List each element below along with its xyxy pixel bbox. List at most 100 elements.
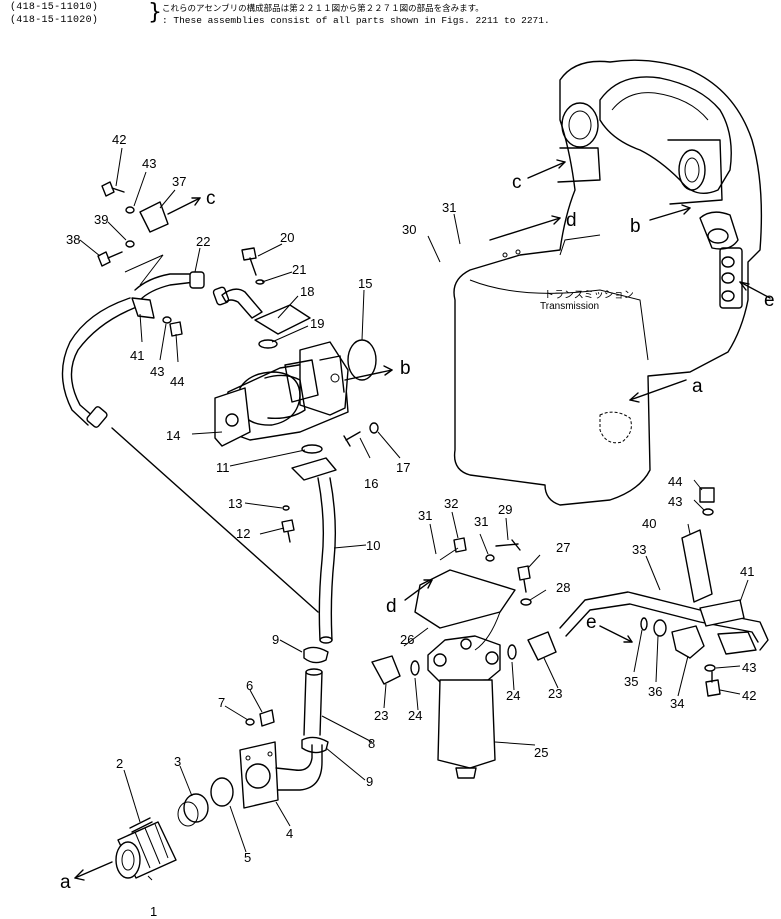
- label-18: 18: [300, 284, 314, 299]
- hose-8: [303, 668, 323, 736]
- label-1: 1: [150, 904, 157, 919]
- washer-17: [369, 422, 379, 434]
- label-5: 5: [244, 850, 251, 865]
- label-6: 6: [246, 678, 253, 693]
- washer-7: [245, 718, 255, 726]
- bracket-37: [139, 201, 169, 233]
- label-7: 7: [218, 695, 225, 710]
- label-31c: 31: [474, 514, 488, 529]
- bracket-40: [681, 529, 713, 603]
- label-23a: 23: [374, 708, 388, 723]
- arrows: [74, 159, 771, 881]
- connection-letters: a a b b c c d d e e: [60, 172, 775, 893]
- clamp-9-lower: [301, 736, 329, 754]
- brace-symbol: }: [148, 0, 162, 25]
- label-20: 20: [280, 230, 294, 245]
- label-40: 40: [642, 516, 656, 531]
- washer-31-right: [485, 554, 495, 562]
- label-25: 25: [534, 745, 548, 760]
- label-19: 19: [310, 316, 324, 331]
- label-21: 21: [292, 262, 306, 277]
- label-43a: 43: [142, 156, 156, 171]
- label-28: 28: [556, 580, 570, 595]
- assembly-code-1: (418-15-11010): [10, 2, 99, 13]
- note-english: : These assemblies consist of all parts …: [162, 15, 550, 26]
- bracket-26: [414, 569, 516, 629]
- label-33: 33: [632, 542, 646, 557]
- label-39: 39: [94, 212, 108, 227]
- bolt-6: [259, 709, 275, 727]
- suction-housing-4: [239, 741, 323, 809]
- label-35: 35: [624, 674, 638, 689]
- label-43d: 43: [742, 660, 756, 675]
- letter-b-housing: b: [630, 216, 641, 237]
- letter-d-bracket: d: [386, 596, 397, 617]
- oring-24-right: [507, 644, 517, 660]
- label-41b: 41: [130, 348, 144, 363]
- clip-41-right: [699, 599, 745, 627]
- label-2: 2: [116, 756, 123, 771]
- elbow-23-right: [527, 631, 557, 661]
- clamp-9-upper: [303, 646, 329, 664]
- part-labels: 1 2 3 4 5 6 7 8 9 9 10 11 12 13 14 15 16…: [66, 132, 756, 919]
- label-10: 10: [366, 538, 380, 553]
- label-14: 14: [166, 428, 180, 443]
- oring-11: [301, 444, 323, 454]
- elbow-23-left: [371, 655, 401, 685]
- label-8: 8: [368, 736, 375, 751]
- label-23b: 23: [548, 686, 562, 701]
- label-44a: 44: [170, 374, 184, 389]
- oring-35: [640, 617, 648, 631]
- bolt-12: [281, 519, 295, 543]
- bolt-42-right: [705, 671, 721, 697]
- washer-43-left: [162, 316, 172, 324]
- leader-a-top: [111, 427, 319, 613]
- elbow-34: [671, 625, 705, 659]
- transmission-housing: [453, 59, 763, 506]
- label-31b: 31: [418, 508, 432, 523]
- label-4: 4: [286, 826, 293, 841]
- letter-c-housing: c: [512, 172, 522, 193]
- label-24a: 24: [408, 708, 422, 723]
- letter-a-strainer: a: [60, 872, 71, 893]
- assembly-code-2: (418-15-11020): [10, 15, 99, 26]
- label-15: 15: [358, 276, 372, 291]
- label-43c: 43: [668, 494, 682, 509]
- bolt-38: [97, 251, 123, 267]
- label-26: 26: [400, 632, 414, 647]
- letter-b-pump: b: [400, 358, 411, 379]
- bolt-42-top: [101, 181, 125, 197]
- oring-24-left: [410, 660, 420, 676]
- label-36: 36: [648, 684, 662, 699]
- figure-header: (418-15-11010) (418-15-11020) } これらのアセンブ…: [10, 2, 780, 28]
- label-41a: 41: [740, 564, 754, 579]
- nut-44-left: [169, 321, 183, 337]
- washer-28: [520, 598, 532, 606]
- label-12: 12: [236, 526, 250, 541]
- bolt-16: [343, 431, 361, 447]
- outlet-elbow-18: [212, 286, 311, 335]
- washer-43-top: [125, 206, 135, 214]
- label-32: 32: [444, 496, 458, 511]
- washer-43-right-bot: [704, 664, 716, 672]
- letter-e-pipe: e: [586, 612, 597, 633]
- label-27: 27: [556, 540, 570, 555]
- leader-lines: [79, 147, 749, 881]
- bolt-27: [517, 565, 531, 593]
- suction-tube-10: [291, 457, 337, 644]
- ring-3: [183, 793, 209, 823]
- transmission-label-en: Transmission: [540, 301, 599, 312]
- bolt-20: [241, 247, 257, 276]
- label-3: 3: [174, 754, 181, 769]
- label-44b: 44: [668, 474, 682, 489]
- washer-21: [255, 279, 265, 285]
- pin-2: [129, 817, 153, 833]
- clip-41-left: [131, 297, 155, 319]
- label-29: 29: [498, 502, 512, 517]
- bolt-29: [495, 539, 521, 551]
- label-11: 11: [216, 460, 230, 475]
- label-42a: 42: [112, 132, 126, 147]
- label-13: 13: [228, 496, 242, 511]
- label-17: 17: [396, 460, 410, 475]
